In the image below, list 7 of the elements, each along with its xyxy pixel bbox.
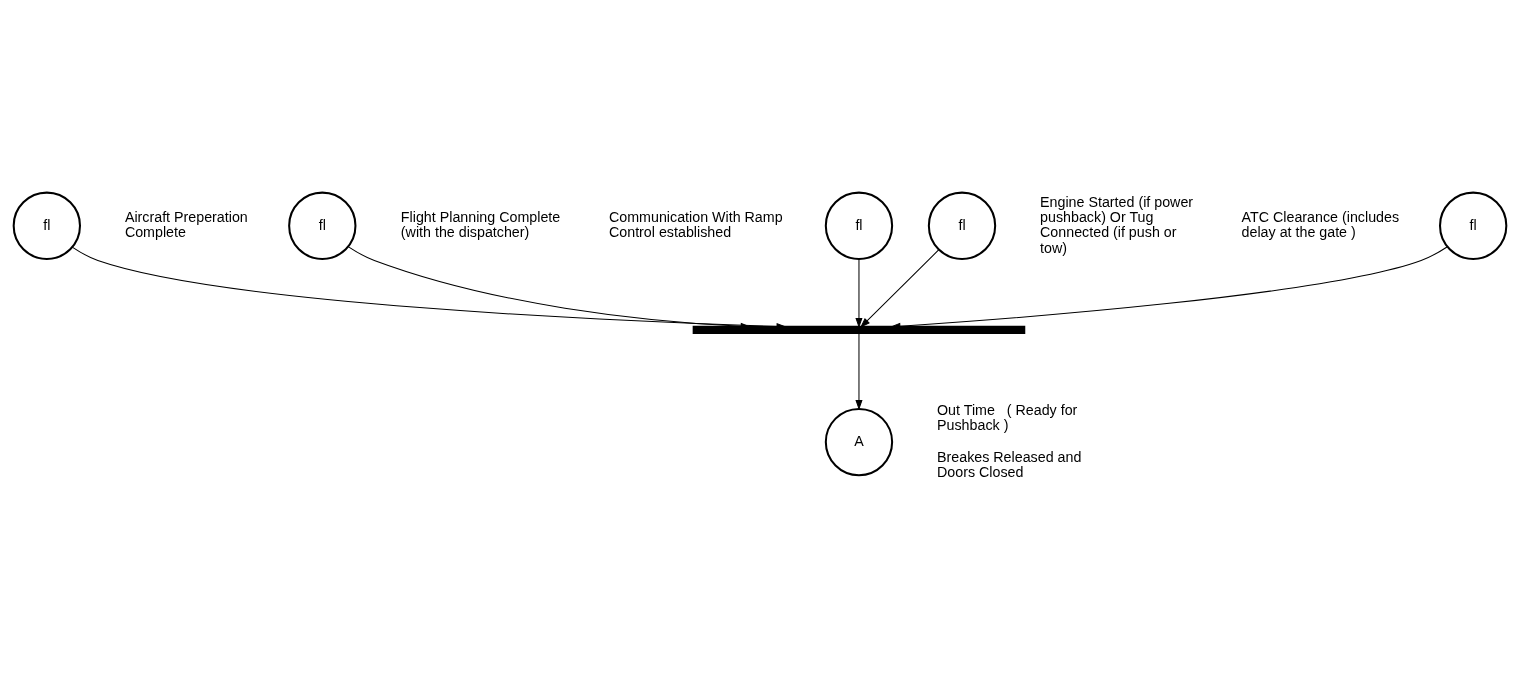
node-label: Communication With Ramp Control established xyxy=(609,208,783,240)
node-label: ATC Clearance (includes delay at the gate ) xyxy=(1241,208,1400,240)
node-label: Aircraft Preperation Complete xyxy=(124,208,248,240)
node-label: Engine Started (if power pushback) Or Tug Connected (if push or tow) xyxy=(1040,193,1194,255)
node-label: Breakes Released and Doors Closed xyxy=(937,448,1082,480)
node-label: Flight Planning Complete (with the dispatcher) xyxy=(400,208,561,240)
node-label: Out Time ( Ready for Pushback ) xyxy=(937,401,1078,433)
